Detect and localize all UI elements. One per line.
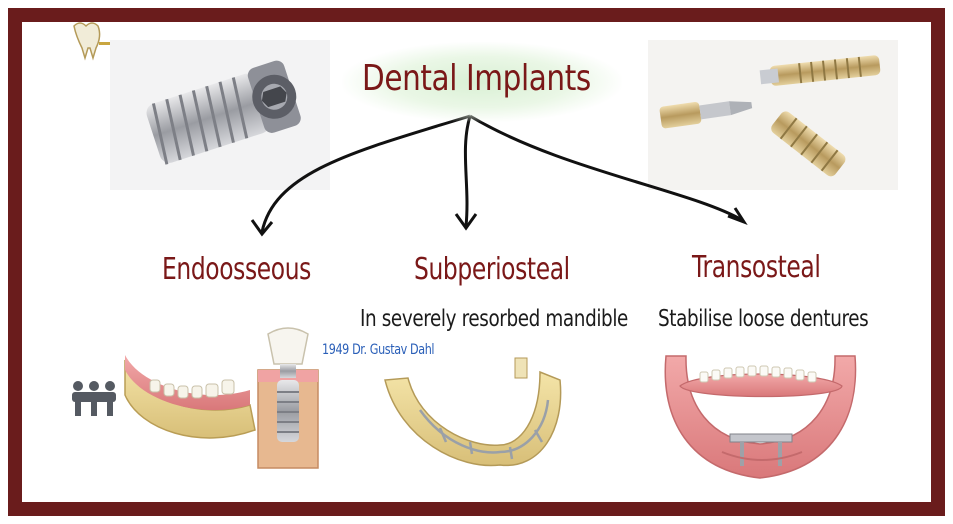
mini-implant-bridge-icon (72, 381, 116, 416)
category-subperiosteal: Subperiosteal (414, 252, 570, 287)
jaw-implant-illustration (125, 328, 318, 468)
subperiosteal-history-note: 1949 Dr. Gustav Dahl (322, 342, 434, 358)
category-endoosseous: Endoosseous (162, 252, 311, 287)
implant-screw-image (110, 40, 330, 190)
implant-parts-image (648, 40, 898, 190)
arrow-to-subperiosteal (465, 116, 470, 226)
subperiosteal-frame-illustration (385, 358, 561, 466)
subperiosteal-description: In severely resorbed mandible (360, 306, 628, 332)
diagram-title: Dental Implants (362, 58, 591, 99)
transosteal-denture-illustration (665, 356, 855, 478)
transosteal-description: Stabilise loose dentures (658, 306, 868, 332)
category-transosteal: Transosteal (692, 250, 820, 285)
